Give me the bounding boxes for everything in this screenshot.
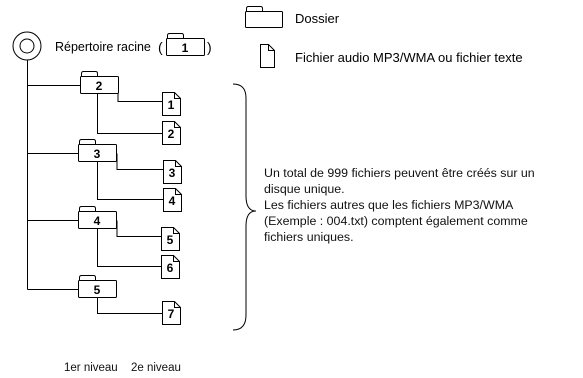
note-line-2: disque unique.	[264, 182, 345, 196]
file-numbers: 1 2 3 4 5 6 7	[167, 98, 176, 321]
file-number-3: 3	[169, 166, 176, 180]
folder-icon	[245, 6, 283, 28]
branch-folder5-files	[97, 298, 162, 314]
level-2-label: 2e niveau	[131, 362, 181, 374]
note-line-4: (Exemple : 004.txt) comptent également c…	[264, 214, 528, 228]
branch-file-1	[117, 85, 162, 102]
legend-file-label: Fichier audio MP3/WMA ou fichier texte	[295, 50, 523, 65]
folder-box-4	[78, 206, 117, 229]
note-line-3: Les fichiers autres que les fichiers MP3…	[264, 198, 514, 212]
file-number-2: 2	[168, 127, 175, 141]
branch-folder4-files	[97, 229, 161, 267]
root-paren-open: (	[158, 39, 163, 55]
file-number-4: 4	[169, 194, 176, 208]
folder-number-3: 3	[94, 147, 101, 161]
root-paren-close: )	[207, 39, 212, 55]
branch-file-5	[116, 220, 161, 237]
file-icon-5	[161, 227, 180, 251]
level-1-label: 1er niveau	[64, 362, 118, 374]
tree-connectors	[27, 60, 163, 314]
file-number-1: 1	[168, 98, 175, 112]
root-label: Répertoire racine	[55, 40, 151, 54]
file-nodes	[161, 92, 182, 325]
file-icon-6	[161, 255, 180, 279]
file-icon-3	[163, 160, 182, 184]
file-icon	[260, 44, 275, 68]
note-line-1: Un total de 999 fichiers peuvent être cr…	[264, 166, 535, 180]
folder-number-5: 5	[94, 283, 101, 297]
folder-nodes: 2 3 4 5	[78, 71, 119, 298]
folder-box-5	[78, 275, 117, 298]
file-icon-2	[162, 121, 181, 145]
file-icon-1	[162, 92, 181, 116]
root-folder-box	[166, 33, 205, 56]
root-number: 1	[182, 41, 189, 55]
note-line-5: fichiers uniques.	[264, 230, 354, 244]
folder-number-4: 4	[94, 214, 101, 228]
disc-hole	[19, 38, 35, 54]
branch-folder3-files	[97, 162, 163, 200]
file-icon-4	[163, 188, 182, 212]
file-icon-7	[162, 301, 181, 325]
folder-box-3	[78, 139, 117, 162]
file-number-6: 6	[167, 261, 174, 275]
branch-file-3	[116, 153, 163, 170]
file-number-5: 5	[167, 233, 174, 247]
branch-folder2-files	[97, 94, 162, 134]
folder-number-2: 2	[96, 79, 103, 93]
legend-folder-label: Dossier	[295, 11, 340, 26]
folder-box-2	[80, 71, 119, 94]
file-number-7: 7	[168, 307, 175, 321]
curly-brace	[232, 83, 257, 331]
file-limit-note: Un total de 999 fichiers peuvent être cr…	[264, 165, 582, 245]
